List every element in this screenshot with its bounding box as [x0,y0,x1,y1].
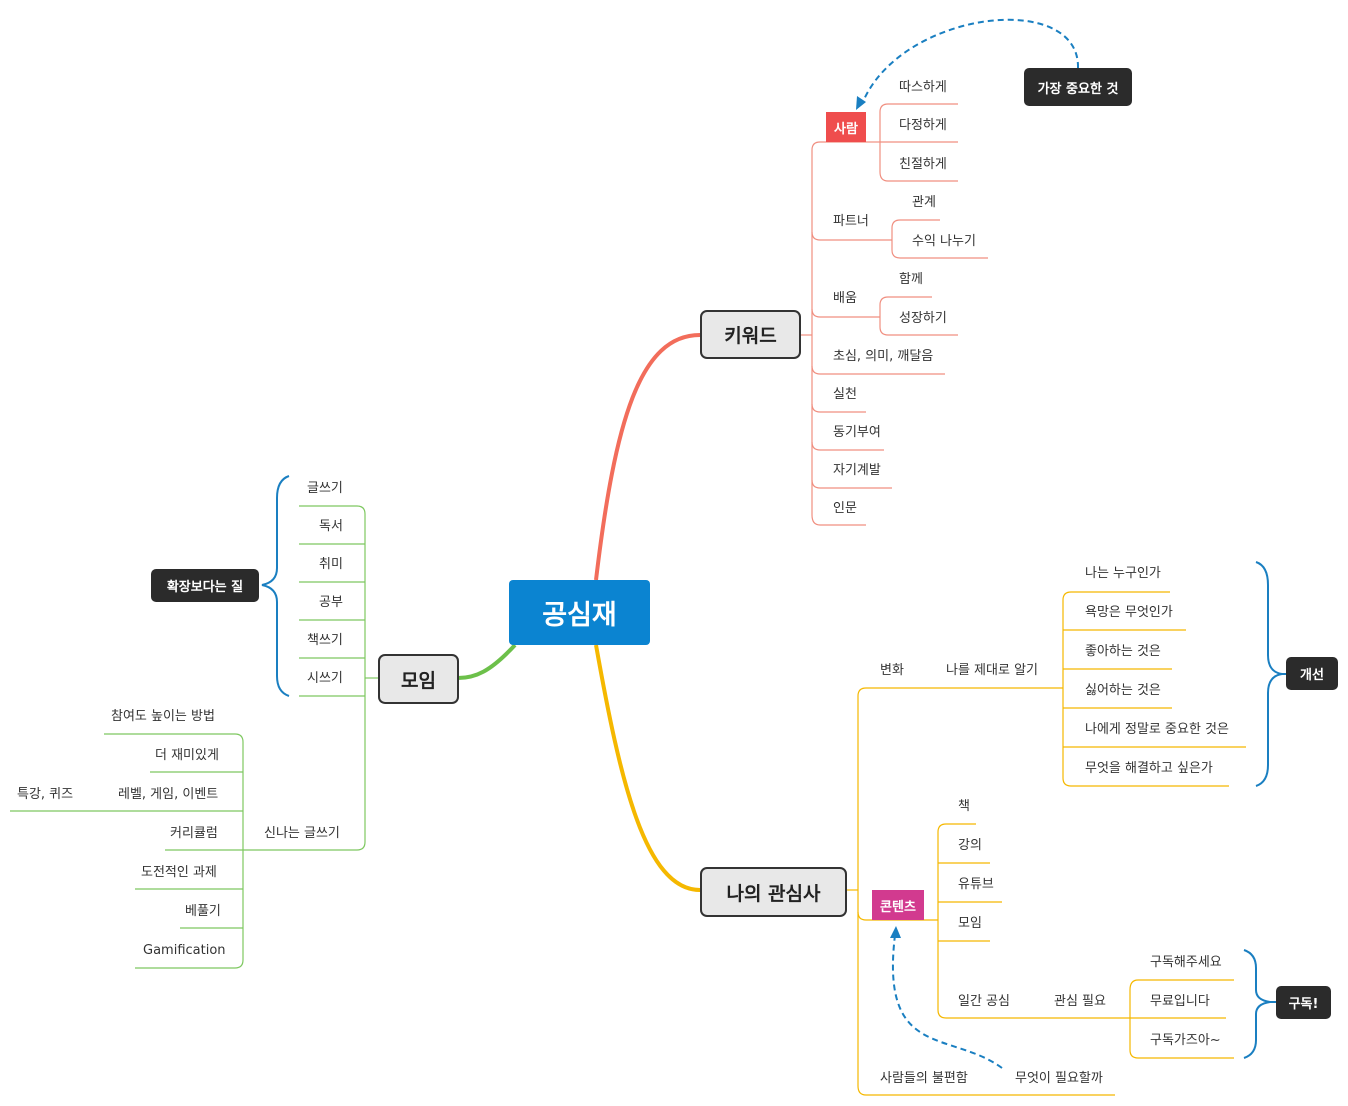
tag-person[interactable]: 사람 [826,112,866,142]
branch-interest [594,644,701,892]
keyword-item[interactable]: 자기계발 [833,463,881,478]
bracket-label-subscribe[interactable]: 구독! [1276,986,1331,1019]
know-item[interactable]: 무엇을 해결하고 싶은가 [1085,761,1213,776]
pain-what-needed[interactable]: 무엇이 필요할까 [1015,1071,1103,1086]
fun-item[interactable]: 커리큘럼 [170,826,218,841]
branch-meeting [457,643,517,680]
relation-most-important [861,18,1080,105]
fun-item[interactable]: 레벨, 게임, 이벤트 [118,787,219,802]
content-item[interactable]: 모임 [958,916,982,931]
partner-item[interactable]: 수익 나누기 [912,234,976,249]
partner-item[interactable]: 관계 [912,195,936,210]
central-topic[interactable]: 공심재 [509,580,650,645]
content-item[interactable]: 책 [958,799,970,814]
fun-item[interactable]: 베풀기 [185,904,221,919]
fun-item[interactable]: Gamification [143,943,226,958]
tag-content[interactable]: 콘텐츠 [872,890,924,920]
interest-pain[interactable]: 사람들의 불편함 [880,1071,968,1086]
interest-change[interactable]: 변화 [880,663,904,678]
keyword-item[interactable]: 동기부여 [833,425,881,440]
content-daily-gongsim[interactable]: 일간 공심 [958,994,1010,1009]
note-most-important[interactable]: 가장 중요한 것 [1024,68,1132,106]
subscribe-item[interactable]: 무료입니다 [1150,994,1210,1009]
know-item[interactable]: 좋아하는 것은 [1085,644,1161,659]
content-need-attention[interactable]: 관심 필요 [1054,994,1106,1009]
bracket-label-quality[interactable]: 확장보다는 질 [151,569,259,602]
person-item[interactable]: 친절하게 [899,157,947,172]
learning-item[interactable]: 함께 [899,272,923,287]
fun-item[interactable]: 더 재미있게 [155,748,219,763]
meeting-item[interactable]: 글쓰기 [307,481,343,496]
fun-event-sub[interactable]: 특강, 퀴즈 [17,787,74,802]
content-item[interactable]: 유튜브 [958,877,994,892]
bracket-subscribe [1243,949,1271,1059]
subscribe-item[interactable]: 구독해주세요 [1150,955,1222,970]
topic-my-interest[interactable]: 나의 관심사 [700,867,847,917]
meeting-item[interactable]: 시쓰기 [307,671,343,686]
bracket-label-improve[interactable]: 개선 [1286,657,1338,690]
meeting-fun-writing[interactable]: 신나는 글쓰기 [264,826,340,841]
meeting-item[interactable]: 취미 [319,557,343,572]
keyword-item[interactable]: 인문 [833,501,857,516]
bracket-quality [261,475,290,697]
topic-keyword[interactable]: 키워드 [700,310,801,359]
content-item[interactable]: 강의 [958,838,982,853]
person-item[interactable]: 다정하게 [899,118,947,133]
subscribe-item[interactable]: 구독가즈아~ [1150,1033,1221,1048]
bracket-improve [1255,561,1283,787]
know-item[interactable]: 나에게 정말로 중요한 것은 [1085,722,1229,737]
know-item[interactable]: 나는 누구인가 [1085,566,1161,581]
keyword-item[interactable]: 실천 [833,387,857,402]
topic-meeting[interactable]: 모임 [378,654,459,704]
keyword-learning[interactable]: 배움 [833,291,857,306]
branch-keyword [594,333,701,581]
change-know-myself[interactable]: 나를 제대로 알기 [946,663,1038,678]
fun-item[interactable]: 도전적인 과제 [141,865,217,880]
person-item[interactable]: 따스하게 [899,80,947,95]
meeting-item[interactable]: 독서 [319,519,343,534]
keyword-partner[interactable]: 파트너 [833,214,869,229]
meeting-item[interactable]: 책쓰기 [307,633,343,648]
learning-item[interactable]: 성장하기 [899,311,947,326]
keyword-item[interactable]: 초심, 의미, 깨달음 [833,349,934,364]
fun-item[interactable]: 참여도 높이는 방법 [111,709,215,724]
know-item[interactable]: 싫어하는 것은 [1085,683,1161,698]
meeting-item[interactable]: 공부 [319,595,343,610]
know-item[interactable]: 욕망은 무엇인가 [1085,605,1173,620]
relation-what-needed [892,934,1003,1069]
